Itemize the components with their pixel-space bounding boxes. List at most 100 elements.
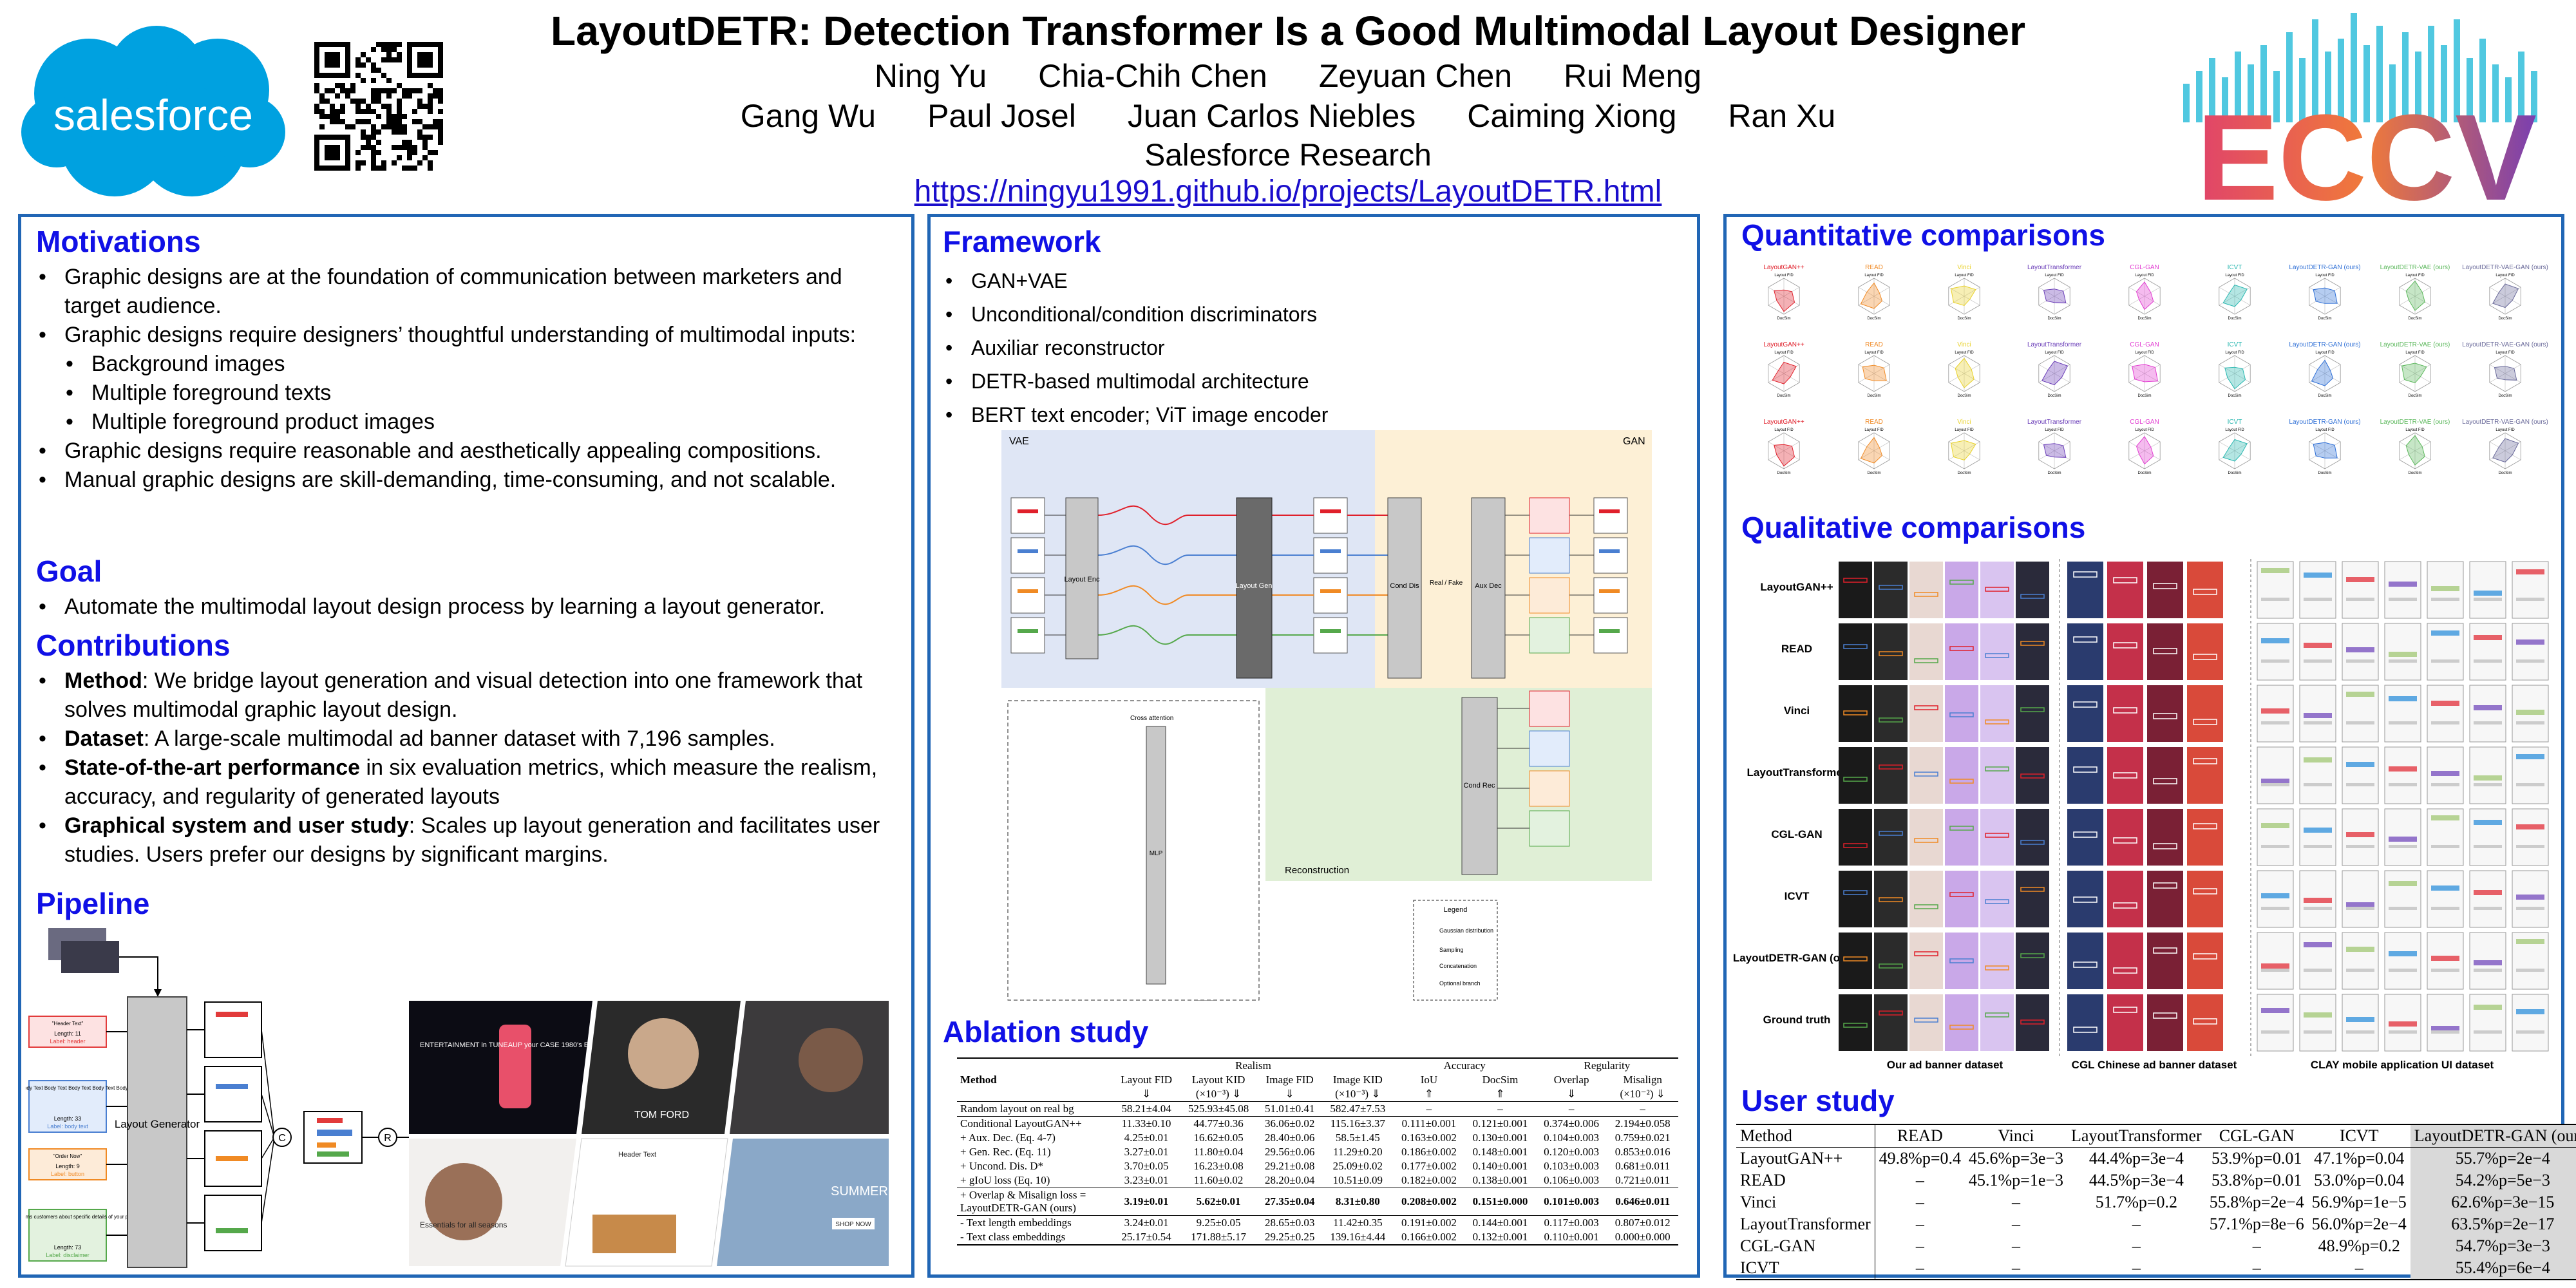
svg-text:LayoutTransformer: LayoutTransformer xyxy=(2027,419,2082,426)
table-cell: 29.56±0.06 xyxy=(1264,1146,1315,1158)
table-cell: 11.60±0.02 xyxy=(1193,1174,1244,1186)
table-header xyxy=(957,1087,1113,1102)
pipeline-heading: Pipeline xyxy=(36,887,150,920)
svg-text:Label: disclaimer: Label: disclaimer xyxy=(46,1252,90,1258)
table-cell: 44.77±0.36 xyxy=(1193,1117,1244,1130)
table-cell: 55.4%p=6e−4 xyxy=(2410,1257,2576,1280)
qualitative-sample xyxy=(2016,562,2049,618)
qualitative-sample xyxy=(1874,685,1908,742)
qr-code-icon[interactable] xyxy=(314,40,443,173)
qualitative-sample xyxy=(2257,994,2294,1052)
table-cell: 58.21±4.04 xyxy=(1121,1103,1171,1115)
conditional-reconstructor-block xyxy=(1461,697,1498,875)
svg-text:DocSim: DocSim xyxy=(1957,471,1971,475)
table-cell: 51.01±0.41 xyxy=(1264,1103,1315,1115)
qualitative-sample xyxy=(1839,623,1872,680)
svg-text:DocSim: DocSim xyxy=(2498,394,2512,398)
svg-text:READ: READ xyxy=(1865,341,1883,348)
svg-text:DocSim: DocSim xyxy=(2408,394,2421,398)
table-cell: – xyxy=(2252,1258,2261,1277)
table-cell: 28.40±0.06 xyxy=(1264,1132,1315,1144)
svg-text:CGL-GAN: CGL-GAN xyxy=(2130,419,2159,426)
table-cell: 0.166±0.002 xyxy=(1401,1231,1457,1243)
table-cell: 29.25±0.25 xyxy=(1264,1231,1315,1243)
table-cell: 51.7%p=0.2 xyxy=(2095,1193,2178,1211)
table-cell: 11.42±0.35 xyxy=(1332,1217,1383,1229)
list-item: Dataset: A large-scale multimodal ad ban… xyxy=(36,724,899,753)
conditional-discriminator-block xyxy=(1387,497,1422,679)
svg-text:READ: READ xyxy=(1865,264,1883,271)
qualitative-sample xyxy=(2067,747,2103,804)
list-item: Automate the multimodal layout design pr… xyxy=(36,592,899,621)
qualitative-sample xyxy=(2016,623,2049,680)
table-cell: 45.6%p=3e−3 xyxy=(1969,1149,2064,1168)
author-name: Juan Carlos Niebles xyxy=(1127,98,1416,134)
table-cell: – xyxy=(1426,1103,1432,1115)
svg-text:Gaussian distribution: Gaussian distribution xyxy=(1439,927,1493,934)
quantitative-heading: Quantitative comparisons xyxy=(1741,218,2105,252)
table-cell: 0.110±0.001 xyxy=(1544,1231,1599,1243)
qualitative-sample xyxy=(1980,747,2014,804)
table-cell: 44.4%p=3e−4 xyxy=(2088,1149,2184,1168)
qualitative-sample xyxy=(2187,562,2223,618)
qualitative-sample xyxy=(1839,809,1872,866)
qualitative-sample xyxy=(1980,623,2014,680)
qualitative-sample xyxy=(2016,871,2049,927)
table-cell: 53.0%p=0.04 xyxy=(2314,1171,2405,1189)
table-cell: 54.2%p=5e−3 xyxy=(2410,1170,2576,1191)
table-cell: 0.374±0.006 xyxy=(1544,1117,1599,1130)
layout-encoder-block xyxy=(1065,497,1099,659)
qualitative-sample xyxy=(2384,685,2421,743)
table-header: Layout FID xyxy=(1121,1074,1172,1086)
multimodal-encoder-detail xyxy=(1007,700,1260,1001)
project-link[interactable]: https://ningyu1991.github.io/projects/La… xyxy=(914,175,1662,209)
qualitative-sample xyxy=(1874,562,1908,618)
table-cell: + gIoU loss (Eq. 10) xyxy=(960,1174,1050,1186)
qualitative-sample xyxy=(2342,932,2379,990)
table-cell: - Text class embeddings xyxy=(960,1231,1066,1243)
svg-text:Length: 9: Length: 9 xyxy=(55,1163,80,1170)
table-cell: – xyxy=(2012,1258,2021,1277)
table-cell: 0.106±0.003 xyxy=(1544,1174,1599,1186)
table-cell: 11.80±0.04 xyxy=(1193,1146,1244,1158)
qualitative-sample xyxy=(1874,747,1908,804)
svg-text:DocSim: DocSim xyxy=(1867,317,1880,321)
list-item: Multiple foreground texts xyxy=(36,379,899,408)
qualitative-sample xyxy=(1909,562,1943,618)
svg-text:ICVT: ICVT xyxy=(2228,341,2242,348)
svg-text:LayoutDETR-GAN (ours): LayoutDETR-GAN (ours) xyxy=(2289,341,2360,348)
table-cell: 11.33±0.10 xyxy=(1121,1117,1171,1130)
svg-text:LayoutDETR-VAE (ours): LayoutDETR-VAE (ours) xyxy=(2380,341,2450,348)
table-cell: 0.120±0.003 xyxy=(1544,1146,1599,1158)
motivations-list: Graphic designs are at the foundation of… xyxy=(36,263,899,495)
svg-text:DocSim: DocSim xyxy=(1957,317,1971,321)
qualitative-sample xyxy=(2187,933,2223,989)
table-header: READ xyxy=(1874,1124,1965,1148)
table-cell: 525.93±45.08 xyxy=(1188,1103,1249,1115)
table-cell: 58.5±1.45 xyxy=(1335,1132,1380,1144)
qualitative-sample xyxy=(2299,994,2336,1052)
svg-text:Length: 73: Length: 73 xyxy=(54,1244,82,1251)
input-text-box xyxy=(28,1080,107,1133)
table-header: (×10⁻³) ⇓ xyxy=(1195,1088,1242,1100)
table-cell: 28.65±0.03 xyxy=(1264,1217,1315,1229)
qualitative-sample xyxy=(2257,808,2294,866)
qualitative-sample xyxy=(2147,562,2183,618)
qualitative-sample xyxy=(1980,994,2014,1051)
qualitative-sample xyxy=(2257,870,2294,928)
qualitative-sample xyxy=(2187,809,2223,866)
input-image-thumbnail xyxy=(61,941,119,973)
